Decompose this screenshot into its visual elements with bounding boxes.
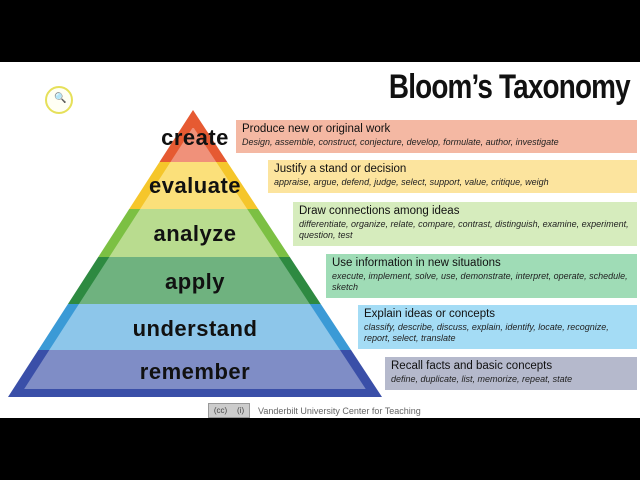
box-heading: Produce new or original work	[242, 123, 391, 135]
cc-license-icon: (cc)(i)	[208, 403, 250, 418]
description-box-analyze: Draw connections among ideas differentia…	[293, 202, 637, 246]
magnifier-zoom-out-icon: 🔍	[54, 93, 67, 104]
level-analyze: analyze	[153, 221, 237, 246]
description-box-evaluate: Justify a stand or decision appraise, ar…	[268, 160, 637, 193]
level-remember: remember	[139, 359, 251, 384]
box-verbs: classify, describe, discuss, explain, id…	[364, 322, 609, 343]
level-understand: understand	[132, 316, 258, 341]
box-heading: Explain ideas or concepts	[364, 308, 496, 320]
credit: (cc)(i) Vanderbilt University Center for…	[208, 403, 421, 418]
box-verbs: Design, assemble, construct, conjecture,…	[242, 137, 559, 147]
pyramid	[8, 110, 382, 397]
level-create: create	[161, 125, 229, 150]
box-verbs: execute, implement, solve, use, demonstr…	[332, 271, 628, 292]
description-box-remember: Recall facts and basic concepts define, …	[385, 357, 637, 390]
zoom-cursor: 🔍	[45, 86, 73, 114]
box-verbs: define, duplicate, list, memorize, repea…	[391, 374, 573, 384]
box-heading: Justify a stand or decision	[274, 163, 407, 175]
slide: Bloom’s Taxonomy 🔍 create evaluate analy…	[0, 62, 640, 418]
box-heading: Use information in new situations	[332, 257, 501, 269]
box-verbs: differentiate, organize, relate, compare…	[299, 219, 629, 240]
description-box-understand: Explain ideas or concepts classify, desc…	[358, 305, 637, 349]
box-verbs: appraise, argue, defend, judge, select, …	[274, 177, 549, 187]
level-apply: apply	[165, 269, 225, 294]
page-title: Bloom’s Taxonomy	[389, 68, 631, 106]
box-heading: Recall facts and basic concepts	[391, 360, 553, 372]
box-heading: Draw connections among ideas	[299, 205, 460, 217]
level-evaluate: evaluate	[148, 173, 242, 198]
description-box-create: Produce new or original work Design, ass…	[236, 120, 637, 153]
credit-text: Vanderbilt University Center for Teachin…	[258, 405, 421, 416]
description-box-apply: Use information in new situations execut…	[326, 254, 637, 298]
